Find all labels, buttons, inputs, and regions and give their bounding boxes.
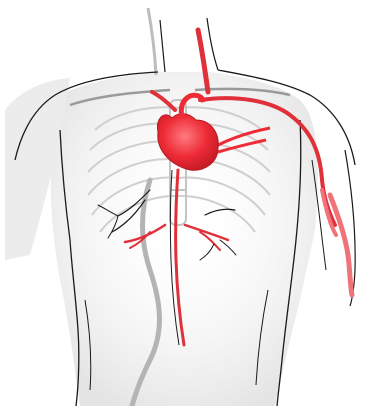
brachial-artery	[330, 195, 352, 295]
neck-outline-right	[207, 18, 218, 70]
neck-outline-left	[148, 8, 156, 75]
neck-outline-left-dark	[160, 20, 165, 72]
